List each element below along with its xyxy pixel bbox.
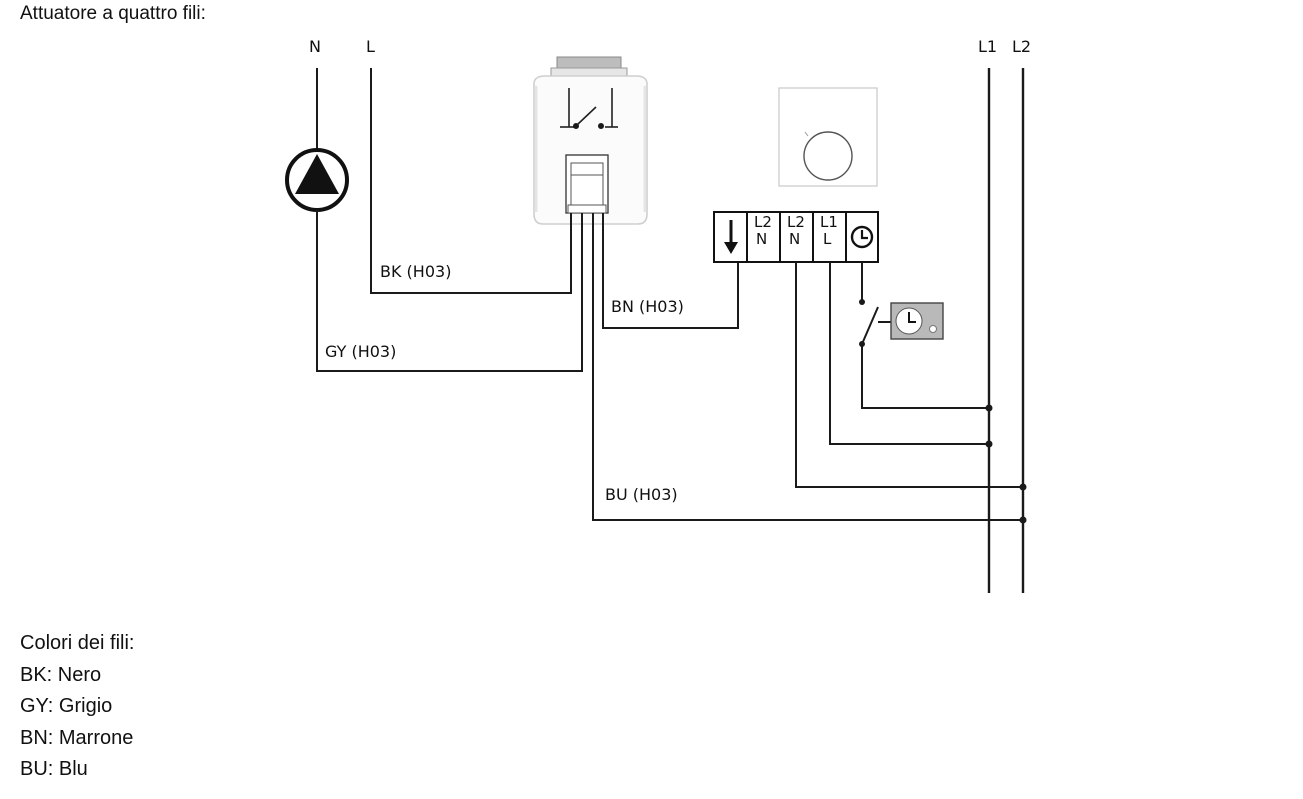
bus-l1-label: L1 [978,37,997,56]
line-label: L [366,37,375,56]
legend-heading: Colori dei fili: [20,632,135,654]
actuator-icon [533,56,648,226]
terminal-1-top-label: L2 [754,213,772,231]
wire-gy-label: GY (H03) [325,342,396,361]
bus-l2-label: L2 [1012,37,1031,56]
arrow-down-icon [724,220,738,254]
wire-bn [602,226,739,329]
wire-bk-label: BK (H03) [380,262,451,281]
terminal-2-bottom-label: N [789,230,800,248]
wire-gy [316,210,583,372]
wire-color-legend: Colori dei fili: BK: Nero GY: Grigio BN:… [20,628,134,786]
wire-bu-label: BU (H03) [605,485,678,504]
wire-bu [592,226,1023,521]
neutral-label: N [309,37,321,56]
wire-bk [370,68,572,294]
terminal-2-top-label: L2 [787,213,805,231]
wire-bn-label: BN (H03) [611,297,684,316]
junction-dot [985,440,993,448]
terminal-3-bottom-label: L [823,230,832,248]
pump-icon [285,68,349,212]
wire-n-to-l2 [795,262,1023,488]
terminal-3-top-label: L1 [820,213,838,231]
timer-icon [890,302,944,340]
terminal-1-bottom-label: N [756,230,767,248]
clock-icon [850,225,874,249]
legend-item: BK: Nero [20,663,102,686]
junction-dot [1019,483,1027,491]
legend-item: BU: Blu [20,758,88,780]
legend-item: GY: Grigio [20,695,113,717]
thermostat-icon [778,87,878,187]
legend-item: BN: Marrone [20,726,134,749]
page-title: Attuatore a quattro fili: [20,3,206,24]
timer-switch [859,262,993,412]
junction-dot [1019,516,1027,524]
wire-l-to-l1 [829,262,989,445]
